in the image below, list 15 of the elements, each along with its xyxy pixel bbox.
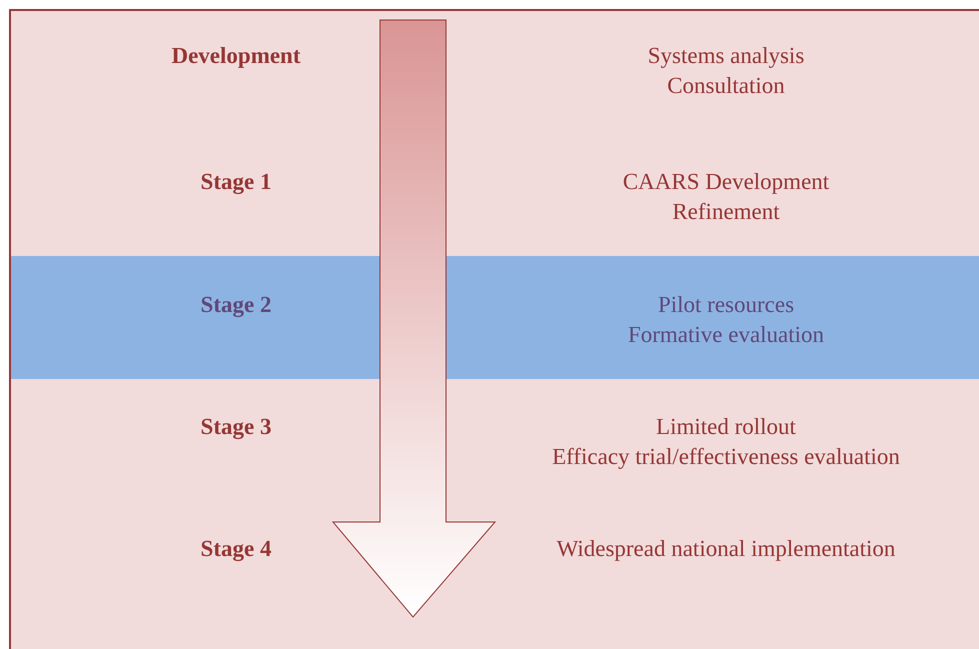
stage-label: Stage 3 — [200, 414, 272, 440]
stage-label: Stage 4 — [200, 536, 272, 562]
stage-label: Development — [170, 43, 302, 69]
stage-label: Stage 2 — [200, 292, 272, 318]
activity-text: Systems analysis — [646, 42, 806, 70]
activity-text: Refinement — [671, 198, 781, 226]
stage-band — [11, 256, 979, 379]
activity-text: Pilot resources — [656, 291, 796, 319]
activity-text: CAARS Development — [622, 168, 830, 196]
activity-text: Limited rollout — [655, 413, 797, 441]
stage-label: Stage 1 — [200, 169, 272, 195]
activity-text: Efficacy trial/effectiveness evaluation — [551, 443, 901, 471]
activity-text: Consultation — [666, 72, 786, 100]
activity-text: Formative evaluation — [626, 321, 826, 349]
activity-text: Widespread national implementation — [556, 535, 896, 563]
